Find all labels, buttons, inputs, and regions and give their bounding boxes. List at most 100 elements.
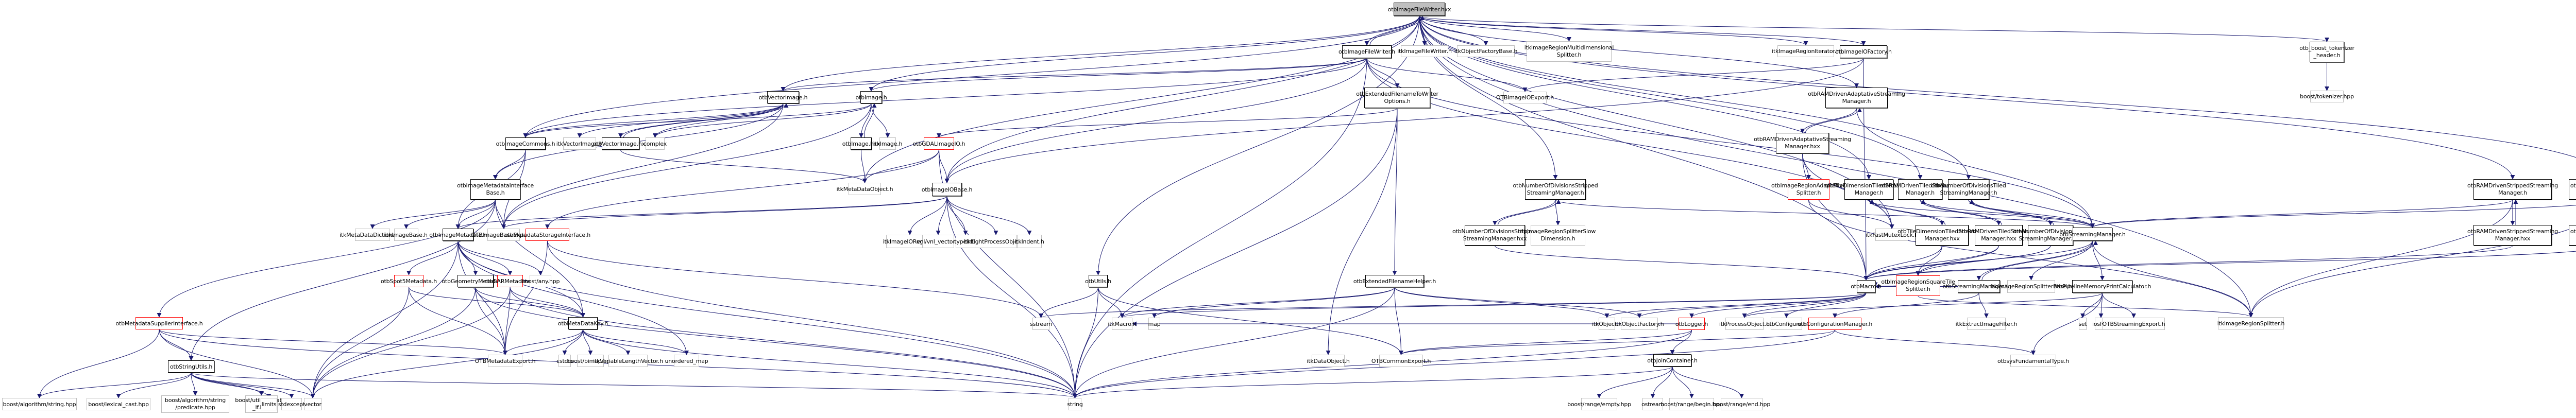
node-imd[interactable]: otbImageMetadata.h xyxy=(429,229,487,241)
node-tok[interactable]: otb_boost_tokenizer _header.h xyxy=(2299,42,2354,62)
node-msi[interactable]: otbMetadataStorageInterface.h xyxy=(504,229,590,241)
edge-spot5-to-mdkey xyxy=(409,287,585,318)
node-itk-ofb: itkObjectFactoryBase.h xyxy=(1454,45,1518,57)
node-macro[interactable]: otbMacro.h xyxy=(1851,280,1882,293)
node-ramts-h[interactable]: otbRAMDrivenTiledStreaming Manager.h xyxy=(1880,179,1960,200)
edge-irsts-to-macro xyxy=(1873,282,1896,287)
node-geom[interactable]: otbGeometryMetadata.h xyxy=(442,275,510,287)
node-ndss-hxx[interactable]: otbNumberOfDivisionsStripped StreamingMa… xyxy=(1452,225,1537,246)
edge-img-to-itk-img xyxy=(871,103,890,138)
node-join[interactable]: otbJoinContainer.h xyxy=(1647,354,1698,367)
edge-imd-to-spot5 xyxy=(406,240,459,275)
edge-root-to-utils xyxy=(1096,15,1420,275)
edge-utils-to-sstream xyxy=(1039,287,1098,318)
node-pmpc[interactable]: otbPipelineMemoryPrintCalculator.h xyxy=(2054,280,2151,293)
edge-img-to-img-hxx xyxy=(859,103,872,138)
edge-msi-to-string xyxy=(547,240,1077,398)
node-msupi[interactable]: otbMetadataSupplierInterface.h xyxy=(115,317,203,329)
node-sar[interactable]: otbSARMetadata.h xyxy=(484,275,536,287)
edge-strutils-to-limits xyxy=(191,372,272,398)
node-b-algstr: boost/algorithm/string.hpp xyxy=(2,398,77,410)
edge-ramas-h-to-sm-h xyxy=(1856,108,2095,228)
edge-root-to-ramts-h xyxy=(1419,15,1923,180)
node-img-hxx[interactable]: otbImage.hxx xyxy=(842,137,880,150)
node-ramas-hxx[interactable]: otbRAMDrivenAdaptativeStreaming Manager.… xyxy=(1754,133,1851,153)
edge-macro-to-itk-macro xyxy=(1120,292,1867,318)
edge-root-to-ramas-h xyxy=(1419,15,1859,88)
node-irsts[interactable]: otbImageRegionSquareTile Splitter.h xyxy=(1881,275,1955,296)
edge-strutils-to-string xyxy=(191,372,1077,398)
edge-tdts-hxx-to-macro xyxy=(1863,245,1942,281)
edge-ndts-h-to-sm-h xyxy=(1968,199,2095,228)
node-ndts-hxx[interactable]: otbNumberOfDivisionsTiled StreamingManag… xyxy=(2013,225,2088,246)
edge-pmpc-to-stexp xyxy=(2102,292,2136,318)
node-img[interactable]: otbImage.h xyxy=(856,91,887,103)
node-ramas-h[interactable]: otbRAMDrivenAdaptativeStreaming Manager.… xyxy=(1808,88,1905,108)
node-ifw-h[interactable]: otbImageFileWriter.h xyxy=(1338,45,1395,58)
edge-ndss-h-to-ndss-hxx xyxy=(1493,199,1556,225)
node-b-lexcast: boost/lexical_cast.hpp xyxy=(87,398,150,410)
edge-strutils-to-b-algstr xyxy=(37,372,192,398)
node-strutils[interactable]: otbStringUtils.h xyxy=(168,360,214,373)
edge-iobase-to-string xyxy=(946,196,1077,398)
node-efh[interactable]: otbExtendedFilenameHelper.h xyxy=(1353,275,1436,287)
node-iofac[interactable]: otbImageIOFactory.h xyxy=(1835,45,1892,58)
node-mdkey[interactable]: otbMetaDataKey.h xyxy=(558,317,608,329)
edge-spot5-to-mdexp xyxy=(409,287,507,355)
edge-ifw-h-to-imgcom xyxy=(523,58,1367,138)
node-ndts-h[interactable]: otbNumberOfDivisionsTiled StreamingManag… xyxy=(1931,179,2006,200)
node-sm-hxx[interactable]: otbStreamingManager.hxx xyxy=(1943,280,2015,293)
node-gdal[interactable]: otbGDALImageIO.h xyxy=(913,137,965,150)
node-ramss-h[interactable]: otbRAMDrivenStrippedStreaming Manager.h xyxy=(2467,179,2558,200)
node-string: string xyxy=(1067,398,1083,410)
edge-sar-to-string xyxy=(510,287,1077,398)
edge-vimg-to-imgcom xyxy=(523,103,784,138)
node-ndss-h[interactable]: otbNumberOfDivisionsStripped StreamingMa… xyxy=(1513,179,1598,200)
node-imdib[interactable]: otbImageMetadataInterface Base.h xyxy=(457,179,534,200)
edge-macro-to-itk-po xyxy=(1742,292,1867,318)
node-efw[interactable]: otbExtendedFilenameToWriter Options.h xyxy=(1356,88,1438,108)
node-utils[interactable]: otbUtils.h xyxy=(1085,275,1111,287)
node-sm-h[interactable]: otbStreamingManager.h xyxy=(2059,228,2126,241)
node-nlss-hxx[interactable]: otbNumberOfLinesStripped StreamingManage… xyxy=(2569,225,2576,246)
edge-root-to-ifw-h xyxy=(1364,15,1420,46)
node-vimg-hxx[interactable]: otbVectorImage.hxx xyxy=(593,137,648,150)
edge-join-to-b-end xyxy=(1672,366,1744,398)
node-iobase[interactable]: otbImageIOBase.h xyxy=(922,183,972,196)
edge-vimg-hxx-to-vimg xyxy=(623,103,789,138)
node-b-pred: boost/algorithm/string /predicate.hpp xyxy=(161,395,229,413)
edge-root-to-img xyxy=(869,15,1420,92)
edge-efh-to-itk-of xyxy=(1394,287,1642,318)
edge-imdib-to-itk-mdd xyxy=(370,199,496,229)
edge-utils-to-string xyxy=(1073,287,1098,398)
edge-ifw-h-to-iobase xyxy=(944,58,1367,183)
node-logger[interactable]: otbLogger.h xyxy=(1675,318,1708,330)
node-tdts-hxx[interactable]: otbTileDimensionTiledStreaming Manager.h… xyxy=(1897,225,1987,246)
edge-ifw-h-to-string xyxy=(1073,58,1367,398)
edge-efh-to-itk-macro xyxy=(1120,287,1395,318)
edge-vimg-to-complex xyxy=(653,103,784,138)
edge-root-to-tok xyxy=(1419,15,2329,42)
node-ramts-hxx[interactable]: otbRAMDrivenTiledStreaming Manager.hxx xyxy=(1958,225,2039,246)
node-vimg[interactable]: otbVectorImage.h xyxy=(759,91,808,103)
edge-img-to-ibexp xyxy=(501,103,872,229)
edge-strutils-to-b-lexcast xyxy=(116,372,192,398)
edge-macro-to-sstream xyxy=(1039,292,1867,318)
edge-imd-to-umap xyxy=(457,240,689,355)
edge-imdib-to-msupi xyxy=(157,199,496,318)
edge-img-hxx-to-itk-mdo xyxy=(861,149,867,183)
node-cfgmgr[interactable]: otbConfigurationManager.h xyxy=(1798,318,1872,330)
node-spot5[interactable]: otbSpot5Metadata.h xyxy=(381,275,437,287)
edge-imd-to-sar xyxy=(457,240,513,275)
node-nlss-h[interactable]: otbNumberOfLinesStripped StreamingManage… xyxy=(2569,179,2576,200)
node-cstdio: cstdio xyxy=(556,355,573,367)
node-itk-irms: itkImageRegionMultidimensional Splitter.… xyxy=(1524,41,1614,62)
node-ramss-hxx[interactable]: otbRAMDrivenStrippedStreaming Manager.hx… xyxy=(2467,225,2558,246)
edge-imd-to-vector xyxy=(310,240,459,398)
node-iras[interactable]: otbImageRegionAdaptative Splitter.h xyxy=(1771,179,1846,200)
node-imgcom[interactable]: otbImageCommons.h xyxy=(496,137,555,150)
node-tdts-h[interactable]: otbTileDimensionTiledStreaming Manager.h xyxy=(1824,179,1913,200)
edge-root-to-vimg xyxy=(781,15,1420,92)
node-vector: vector xyxy=(304,398,321,410)
